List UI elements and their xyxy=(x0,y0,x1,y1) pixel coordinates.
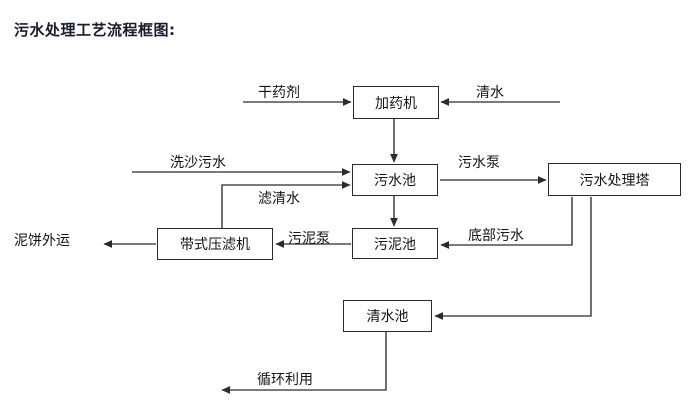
node-dosing-machine[interactable]: 加药机 xyxy=(353,86,439,119)
connector-tower-to-clean-water-pool xyxy=(434,197,592,320)
edge-label-wastewater-pump: 污水泵 xyxy=(458,155,500,171)
node-clean-water-pool[interactable]: 清水池 xyxy=(343,300,432,332)
node-belt-filter-press[interactable]: 带式压滤机 xyxy=(157,228,273,260)
node-sludge-pool[interactable]: 污泥池 xyxy=(352,228,438,259)
edge-label-recycle-reuse: 循环利用 xyxy=(257,372,313,388)
edge-label-mud-cake-out: 泥饼外运 xyxy=(14,233,70,249)
edge-label-sludge-pump: 污泥泵 xyxy=(288,231,330,247)
page-title: 污水处理工艺流程框图: xyxy=(14,21,176,39)
edge-label-sand-wash-sewage: 洗沙污水 xyxy=(170,155,226,171)
node-label: 污水处理塔 xyxy=(579,172,650,189)
node-label: 污水池 xyxy=(374,173,416,189)
edge-label-dry-reagent: 干药剂 xyxy=(258,85,300,101)
connector-clean-water-pool-to-recycle xyxy=(221,332,387,394)
node-wastewater-pool[interactable]: 污水池 xyxy=(352,164,438,196)
edge-label-bottom-sewage: 底部污水 xyxy=(468,228,524,244)
node-label: 污泥池 xyxy=(374,236,416,253)
node-label: 带式压滤机 xyxy=(180,237,250,253)
edge-label-filtered-water: 滤清水 xyxy=(258,191,300,207)
node-label: 加药机 xyxy=(375,95,417,112)
connector-filtered-water-to-wastewater-pool xyxy=(221,181,351,228)
edge-label-clean-water-in: 清水 xyxy=(476,85,504,101)
connector-tower-to-sludge-pool xyxy=(440,197,573,249)
node-label: 清水池 xyxy=(366,309,409,325)
node-treatment-tower[interactable]: 污水处理塔 xyxy=(548,163,681,196)
